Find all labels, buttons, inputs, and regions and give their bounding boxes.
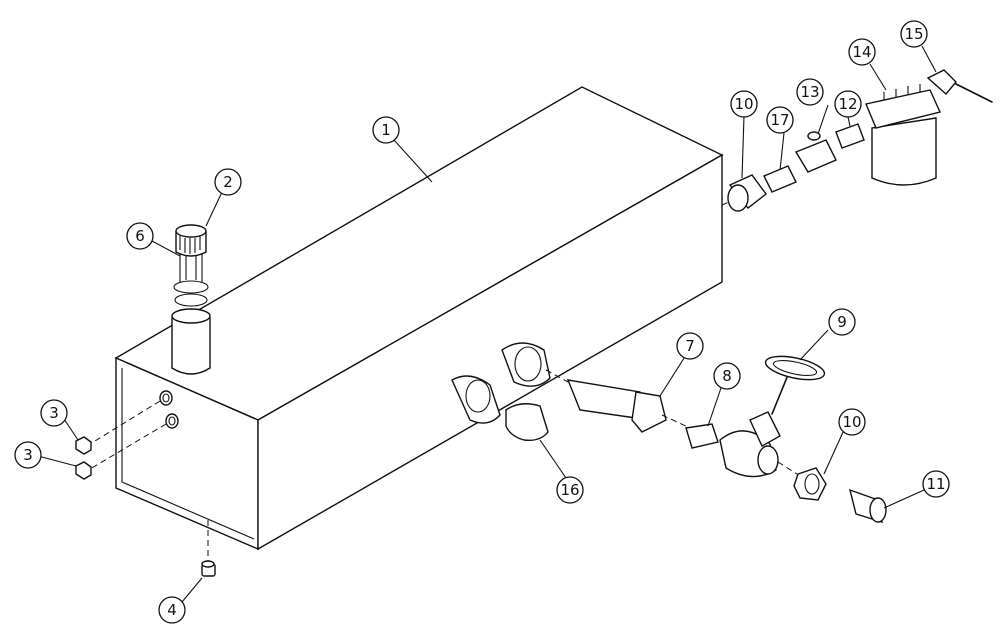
callout-label: 11 <box>926 475 945 493</box>
filler-assembly <box>171 224 211 375</box>
plug-16 <box>505 403 549 442</box>
callout-label: 9 <box>837 313 847 331</box>
strainer-hex <box>631 391 667 433</box>
tee-13 <box>794 139 837 173</box>
plug-nut-upper <box>75 436 92 455</box>
nipple-8 <box>685 423 719 449</box>
callout-4: 4 <box>158 596 186 624</box>
hex-bushing-lower <box>793 467 827 501</box>
callout-1: 1 <box>372 116 400 144</box>
valve-port <box>757 445 779 475</box>
filler-neck-top <box>171 308 211 324</box>
callout-label: 10 <box>842 413 861 431</box>
filter-canister <box>871 117 937 186</box>
callout-15: 15 <box>900 20 928 48</box>
filler-ring <box>173 280 209 294</box>
callout-7: 7 <box>676 332 704 360</box>
callout-label: 3 <box>23 446 33 464</box>
leader-lines <box>37 45 937 603</box>
callout-label: 16 <box>560 481 579 499</box>
callout-label: 3 <box>49 404 59 422</box>
callout-label: 7 <box>685 337 695 355</box>
callout-label: 8 <box>722 367 732 385</box>
filler-neck <box>171 317 211 375</box>
callout-label: 2 <box>223 173 233 191</box>
drain-plug <box>201 520 216 577</box>
side-ports <box>75 390 179 480</box>
breather-cap <box>175 231 207 257</box>
callout-3-upper: 3 <box>40 399 68 427</box>
tank-body <box>114 86 724 551</box>
callout-10-upper: 10 <box>730 90 758 118</box>
callout-label: 14 <box>852 43 871 61</box>
filler-gasket <box>174 293 208 307</box>
callout-14: 14 <box>848 38 876 66</box>
filler-strainer <box>179 250 203 282</box>
callout-label: 1 <box>381 121 391 139</box>
valve-stem <box>771 369 791 415</box>
callout-label: 6 <box>135 227 145 245</box>
tank-flange-line <box>121 368 255 540</box>
callout-16: 16 <box>556 476 584 504</box>
callout-2: 2 <box>214 168 242 196</box>
callout-10-lower: 10 <box>838 408 866 436</box>
port-upper <box>159 390 173 406</box>
valve-handwheel <box>764 355 826 381</box>
callout-label: 13 <box>800 83 819 101</box>
nipple-12 <box>835 123 865 149</box>
callout-12: 12 <box>834 90 862 118</box>
valve-bonnet <box>749 411 781 447</box>
cap-knurl <box>179 236 201 254</box>
breather-cap-top <box>175 224 207 238</box>
callout-8: 8 <box>713 362 741 390</box>
plug-nut-lower <box>75 461 92 480</box>
callout-label: 15 <box>904 25 923 43</box>
callout-13: 13 <box>796 78 824 106</box>
callout-6: 6 <box>126 222 154 250</box>
callout-11: 11 <box>922 470 950 498</box>
callout-label: 10 <box>734 95 753 113</box>
suction-line-parts <box>451 342 887 524</box>
callout-3-lower: 3 <box>14 441 42 469</box>
callout-label: 4 <box>167 601 177 619</box>
callout-label: 12 <box>838 95 857 113</box>
return-line-parts <box>721 69 993 212</box>
tank-side-face <box>257 153 723 551</box>
elbow-15 <box>926 69 957 96</box>
callout-label: 17 <box>770 111 789 129</box>
callout-17: 17 <box>766 106 794 134</box>
port-lower <box>165 413 179 429</box>
callout-9: 9 <box>828 308 856 336</box>
filter-head <box>865 89 941 129</box>
